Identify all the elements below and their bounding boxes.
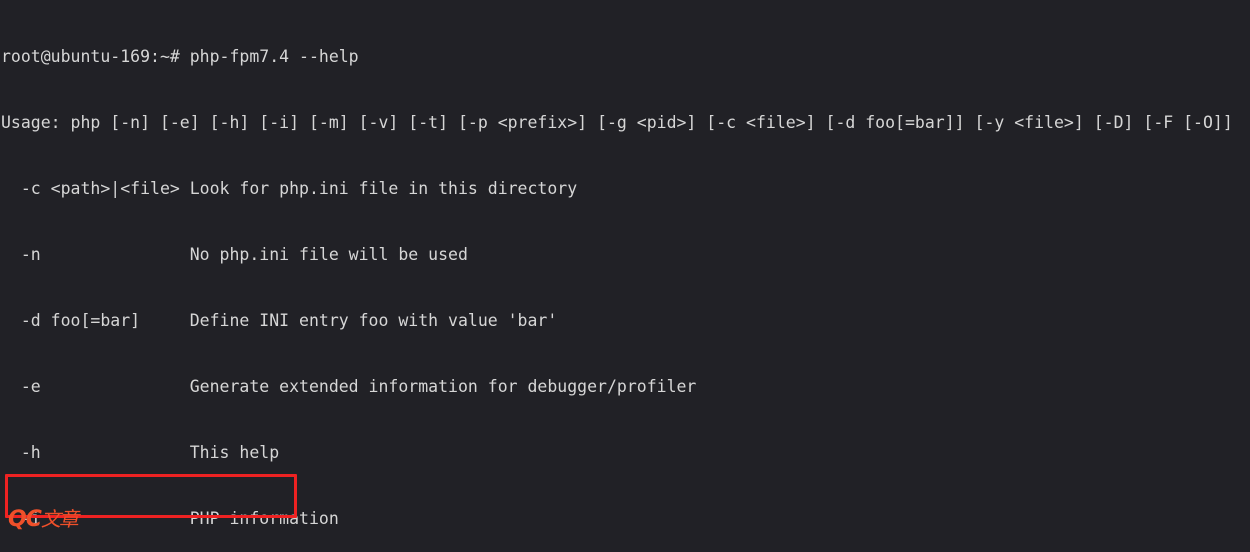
terminal-line: -c <path>|<file> Look for php.ini file i… [1,179,578,198]
terminal-line: -e Generate extended information for deb… [1,377,697,396]
terminal-line: -h This help [1,443,280,462]
terminal-line: -d foo[=bar] Define INI entry foo with v… [1,311,558,330]
terminal-line: Usage: php [-n] [-e] [-h] [-i] [-m] [-v]… [1,113,1233,132]
terminal-line: -i PHP information [1,509,339,528]
terminal-line: -n No php.ini file will be used [1,245,468,264]
terminal-line: root@ubuntu-169:~# php-fpm7.4 --help [1,47,359,66]
